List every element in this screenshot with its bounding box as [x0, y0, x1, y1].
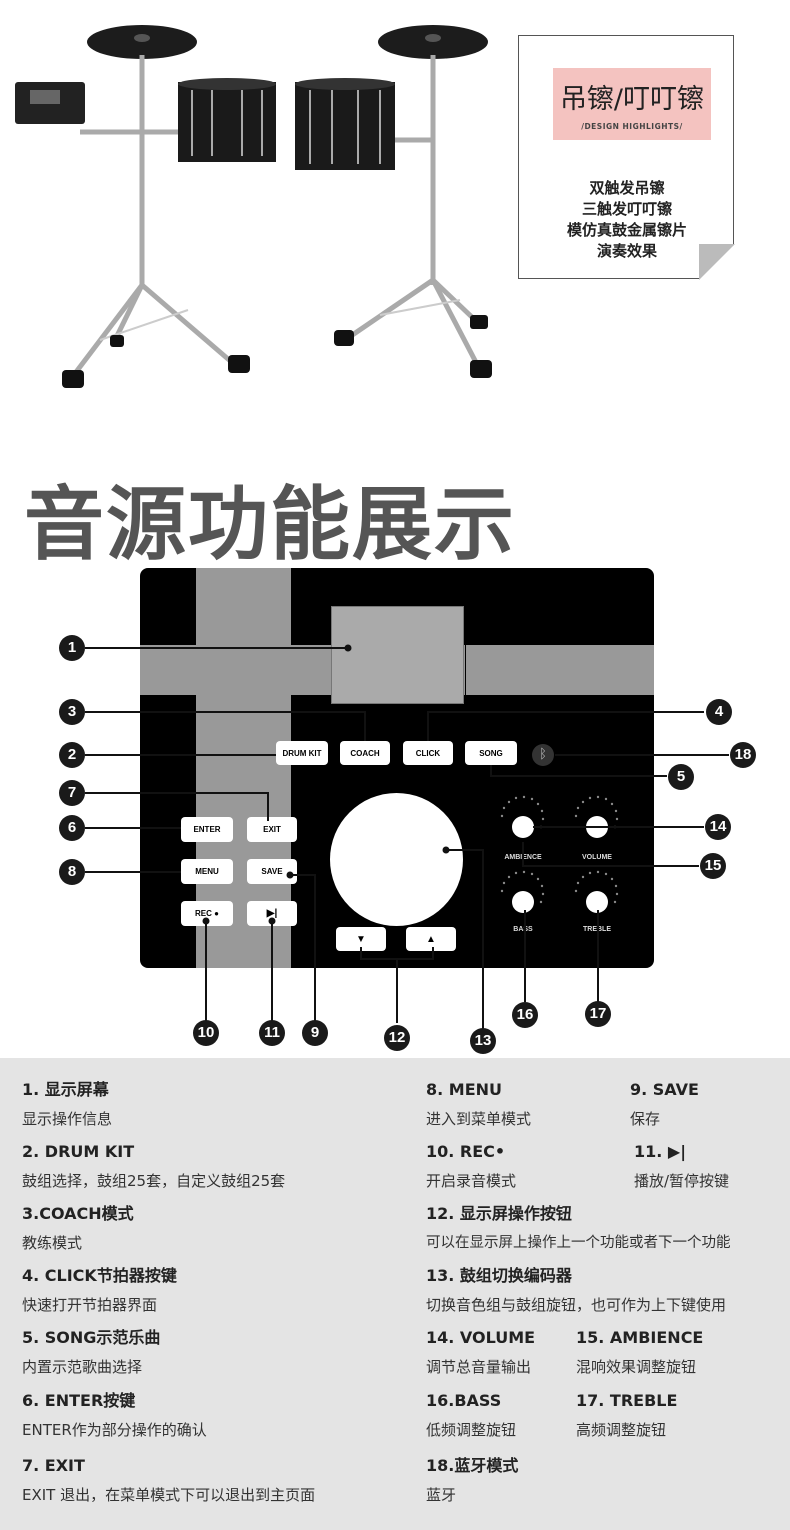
section-title: 音源功能展示 — [24, 478, 516, 571]
enter-button[interactable]: ENTER — [181, 817, 233, 842]
callout-number: 8 — [59, 859, 85, 885]
legend-item: 13. 鼓组切换编码器切换音色组与鼓组旋钮，也可作为上下键使用 — [426, 1266, 727, 1314]
legend-item: 12. 显示屏操作按钮可以在显示屏上操作上一个功能或者下一个功能 — [426, 1204, 731, 1251]
save-button[interactable]: SAVE — [247, 859, 297, 884]
page-fold-corner — [699, 244, 735, 280]
callout-leader-lines — [85, 644, 729, 1030]
callout-number: 10 — [193, 1020, 219, 1046]
callout-number: 2 — [59, 742, 85, 768]
feature-line: 模仿真鼓金属镲片 — [566, 221, 687, 239]
menu-button[interactable]: MENU — [181, 859, 233, 884]
feature-line: 双触发吊镲 — [589, 179, 665, 197]
callout-number: 18 — [730, 742, 756, 768]
click-button[interactable]: CLICK — [403, 741, 453, 765]
legend-item: 1. 显示屏幕显示操作信息 — [22, 1080, 113, 1128]
callout-number: 5 — [668, 764, 694, 790]
callout-number: 6 — [59, 815, 85, 841]
module-panel: DRUM KIT COACH CLICK SONG ENTER EXIT MEN… — [140, 568, 654, 968]
up-button[interactable]: ▲ — [406, 927, 456, 951]
callout-number: 9 — [302, 1020, 328, 1046]
highlight-label: 吊镲/叮叮镲 /DESIGN HIGHLIGHTS/ — [553, 68, 711, 140]
legend-item: 11. ▶|播放/暂停按键 — [634, 1142, 730, 1190]
knob-tick-marks — [500, 795, 619, 904]
bass-label: BASS — [513, 926, 533, 933]
feature-line: 三触发叮叮镲 — [581, 200, 672, 218]
legend-item: 3.COACH模式教练模式 — [22, 1204, 134, 1252]
callout-number: 13 — [470, 1028, 496, 1054]
callout-number: 3 — [59, 699, 85, 725]
design-highlight-card: 吊镲/叮叮镲 /DESIGN HIGHLIGHTS/ 双触发吊镲 三触发叮叮镲 … — [518, 35, 735, 280]
callout-number: 16 — [512, 1002, 538, 1028]
kit-encoder-wheel[interactable] — [330, 793, 463, 926]
feature-line: 演奏效果 — [596, 242, 657, 260]
treble-knob[interactable] — [586, 891, 608, 913]
song-button[interactable]: SONG — [465, 741, 517, 765]
display-screen — [331, 606, 464, 704]
product-section: 吊镲/叮叮镲 /DESIGN HIGHLIGHTS/ 双触发吊镲 三触发叮叮镲 … — [0, 0, 790, 420]
callout-number: 14 — [705, 814, 731, 840]
callout-number: 4 — [706, 699, 732, 725]
legend-item: 4. CLICK节拍器按键快速打开节拍器界面 — [22, 1266, 177, 1314]
highlight-feature-lines: 双触发吊镲 三触发叮叮镲 模仿真鼓金属镲片 演奏效果 — [519, 178, 735, 262]
coach-button[interactable]: COACH — [340, 741, 390, 765]
legend-item: 18.蓝牙模式蓝牙 — [426, 1456, 519, 1504]
module-panel-diagram: DRUM KIT COACH CLICK SONG ENTER EXIT MEN… — [0, 555, 790, 1055]
legend-item: 10. REC•开启录音模式 — [426, 1142, 517, 1190]
tom-drum-left — [178, 82, 276, 162]
volume-label: VOLUME — [582, 854, 612, 861]
callout-number: 1 — [59, 635, 85, 661]
highlight-title: 吊镲/叮叮镲 — [559, 84, 705, 115]
ambience-knob[interactable] — [512, 816, 534, 838]
callout-number: 15 — [700, 853, 726, 879]
bluetooth-icon: ᛒ — [532, 744, 554, 766]
bass-knob[interactable] — [512, 891, 534, 913]
highlight-subtitle: /DESIGN HIGHLIGHTS/ — [581, 122, 683, 131]
legend-item: 5. SONG示范乐曲内置示范歌曲选择 — [22, 1328, 161, 1376]
drum-kit-illustration — [15, 25, 492, 388]
exit-button[interactable]: EXIT — [247, 817, 297, 842]
drum-kit-button[interactable]: DRUM KIT — [276, 741, 328, 765]
callout-number: 7 — [59, 780, 85, 806]
tom-drum-right — [295, 82, 395, 170]
callout-number: 17 — [585, 1001, 611, 1027]
callout-number: 11 — [259, 1020, 285, 1046]
callout-number: 12 — [384, 1025, 410, 1051]
